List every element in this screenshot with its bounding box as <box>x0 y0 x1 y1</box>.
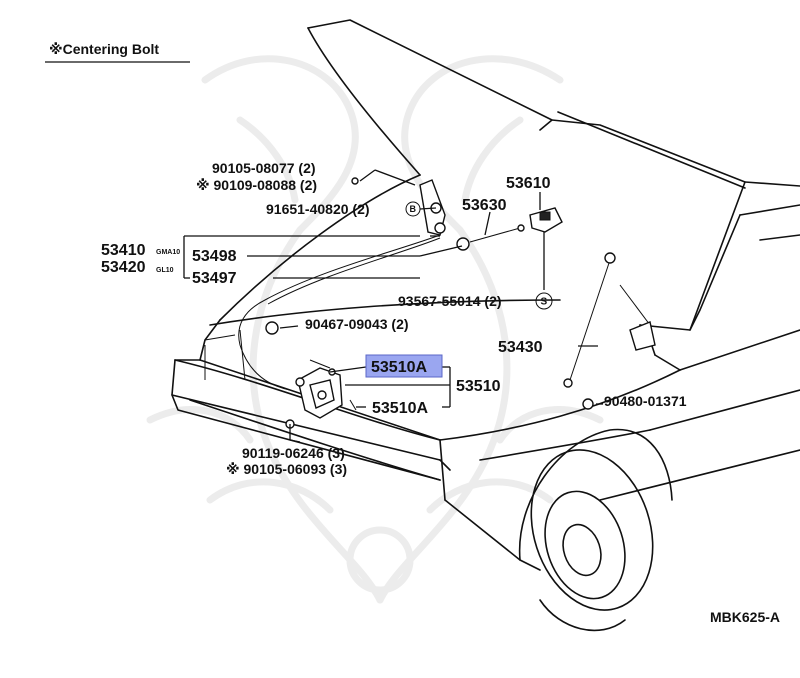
hood-lock-support-53610 <box>529 207 563 233</box>
b-circle-icon <box>405 201 421 217</box>
label-53510[interactable]: 53510 <box>456 378 501 395</box>
label-90119-06246[interactable]: 90119-06246 (3) <box>242 445 345 461</box>
label-53498[interactable]: 53498 <box>192 248 237 265</box>
header-title: ※Centering Bolt <box>49 41 159 57</box>
label-53497[interactable]: 53497 <box>192 270 237 287</box>
label-91651-40820[interactable]: 91651-40820 (2) <box>266 201 370 217</box>
label-53410-variant: GMA10 <box>156 249 180 256</box>
s-circle-symbol: S <box>541 297 548 308</box>
label-53420-variant: GL10 <box>156 267 174 274</box>
label-53610[interactable]: 53610 <box>506 175 551 192</box>
label-53510A[interactable]: 53510A <box>372 400 428 417</box>
part-labels: 90105-08077 (2) ※ 90109-08088 (2) 91651-… <box>101 160 687 477</box>
label-90109-08088[interactable]: ※ 90109-08088 (2) <box>196 177 317 193</box>
car-illustration <box>171 19 800 632</box>
b-circle-symbol: B <box>410 204 417 214</box>
s-circle-icon <box>535 292 553 310</box>
label-53510A-selected[interactable]: 53510A <box>371 359 427 376</box>
hood-lock-assembly-53510 <box>285 359 357 429</box>
label-53410[interactable]: 53410 <box>101 242 146 259</box>
label-90105-06093[interactable]: ※ 90105-06093 (3) <box>226 461 347 477</box>
label-90480-01371[interactable]: 90480-01371 <box>604 393 687 409</box>
label-53430[interactable]: 53430 <box>498 339 543 356</box>
hood-stay-53430 <box>563 252 656 410</box>
label-90467-09043[interactable]: 90467-09043 (2) <box>305 316 409 332</box>
label-53420[interactable]: 53420 <box>101 259 146 276</box>
leader-lines <box>183 169 603 443</box>
support-rod-53630 <box>469 224 525 243</box>
hood-release-cable <box>238 234 470 391</box>
label-53630[interactable]: 53630 <box>462 197 507 214</box>
watermark-crest <box>146 55 604 604</box>
label-93567-55014[interactable]: 93567-55014 (2) <box>398 293 502 309</box>
selected-part-highlight[interactable] <box>365 354 443 378</box>
label-90105-08077[interactable]: 90105-08077 (2) <box>212 160 316 176</box>
hood-hinge-assembly <box>351 177 446 236</box>
diagram-code: MBK625-A <box>710 609 780 625</box>
